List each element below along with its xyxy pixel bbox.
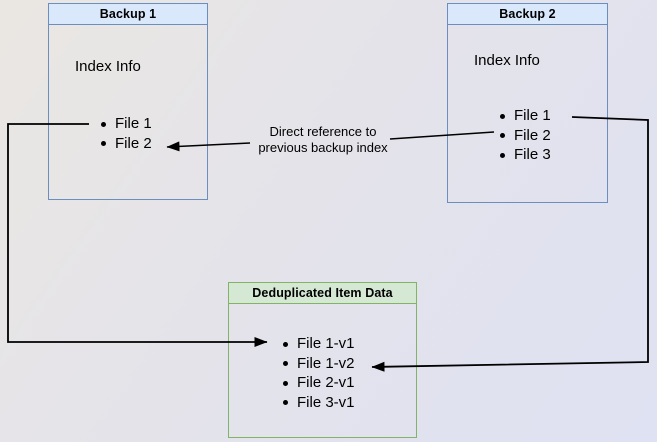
bullet-dot: [101, 141, 106, 146]
bullet-dot: [101, 121, 106, 127]
list-item: File 2-v1: [282, 373, 355, 393]
backup2-node: Backup 2 Index Info File 1 File 2 File 3: [447, 3, 608, 203]
backup1-node: Backup 1 Index Info File 1 File 2: [48, 3, 208, 200]
backup2-file-1: File 1: [514, 107, 551, 124]
bullet-dot: [283, 380, 288, 386]
list-item: File 1-v1: [282, 334, 355, 354]
direct-reference-label-line2: previous backup index: [258, 139, 388, 155]
bullet-dot: [283, 341, 288, 347]
direct-reference-label: Direct reference to previous backup inde…: [230, 124, 416, 155]
dedup-title: Deduplicated Item Data: [229, 283, 416, 304]
dedup-file-2-v1: File 2-v1: [297, 374, 355, 391]
dedup-file-3-v1: File 3-v1: [297, 393, 355, 411]
list-item: File 1: [499, 106, 551, 126]
bullet-dot: [500, 113, 505, 119]
backup2-title: Backup 2: [448, 4, 607, 25]
list-item: File 1-v2: [282, 354, 355, 374]
list-item: File 1: [100, 114, 152, 134]
bullet-dot: [500, 133, 505, 138]
list-item: File 3: [499, 145, 551, 165]
backup1-title: Backup 1: [49, 4, 207, 25]
backup1-index-info-label: Index Info: [75, 58, 141, 75]
dedup-file-1-v1: File 1-v1: [297, 335, 355, 352]
list-item: File 2: [100, 134, 152, 154]
bullet-dot: [283, 400, 288, 405]
list-item: File 3-v1: [282, 393, 355, 413]
bullet-dot: [500, 152, 505, 158]
backup1-file-2: File 2: [115, 134, 152, 152]
backup2-file-list: File 1 File 2 File 3: [499, 106, 551, 165]
list-item: File 2: [499, 126, 551, 146]
backup1-file-1: File 1: [115, 115, 152, 132]
backup1-file-list: File 1 File 2: [100, 114, 152, 153]
bullet-dot: [283, 361, 288, 366]
dedup-file-1-v2: File 1-v2: [297, 354, 355, 372]
direct-reference-label-line1: Direct reference to: [269, 124, 377, 139]
deduplicated-item-data-node: Deduplicated Item Data File 1-v1 File 1-…: [228, 282, 417, 438]
backup2-file-2: File 2: [514, 126, 551, 144]
backup2-index-info-label: Index Info: [474, 52, 540, 69]
backup2-file-3: File 3: [514, 146, 551, 163]
dedup-file-list: File 1-v1 File 1-v2 File 2-v1 File 3-v1: [282, 334, 355, 412]
